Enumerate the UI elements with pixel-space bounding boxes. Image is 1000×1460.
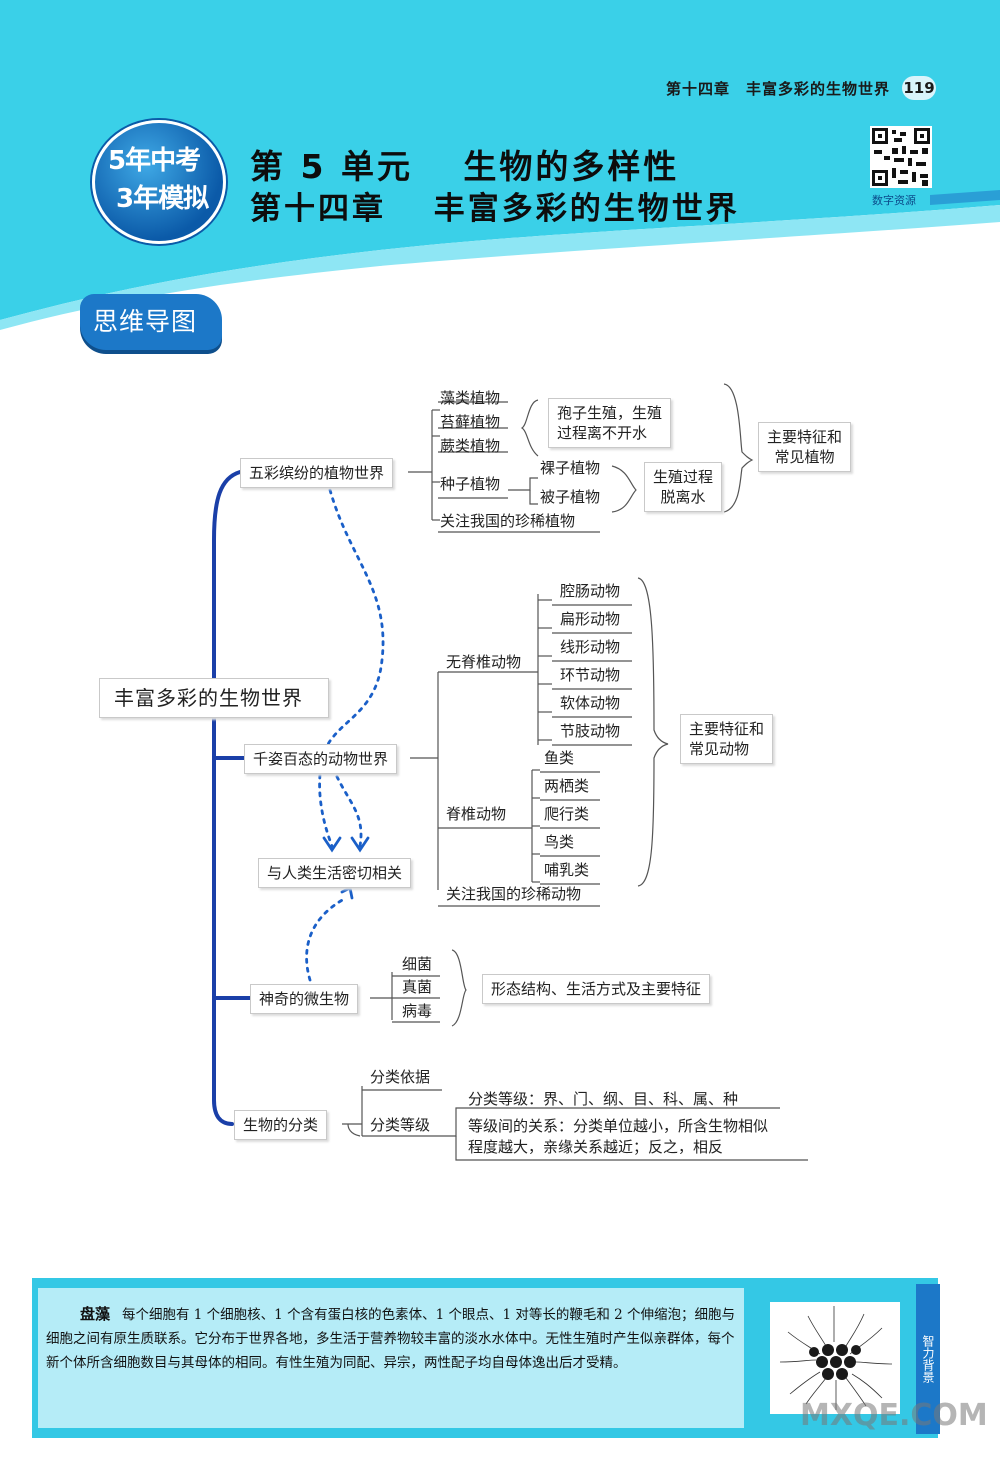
seed-plants-node: 种子植物 bbox=[440, 475, 501, 493]
seed-feature-box: 生殖过程 脱离水 bbox=[644, 462, 723, 512]
microbes-node: 神奇的微生物 bbox=[250, 984, 359, 1014]
note-body: 盘藻每个细胞有 1 个细胞核、1 个含有蛋白核的色素体、1 个眼点、1 对等长的… bbox=[46, 1302, 736, 1375]
algae-node: 藻类植物 bbox=[440, 389, 501, 407]
virus-node: 病毒 bbox=[402, 1002, 433, 1020]
fern-node: 蕨类植物 bbox=[440, 437, 501, 455]
logo-badge bbox=[92, 120, 226, 244]
amphibians-node: 两栖类 bbox=[544, 777, 590, 795]
mollusks-node: 软体动物 bbox=[560, 694, 621, 712]
unit-title: 第 5 单元 生物的多样性 bbox=[250, 147, 680, 186]
mindmap-root: 丰富多彩的生物世界 bbox=[99, 678, 329, 718]
spore-feature-box: 孢子生殖，生殖 过程离不开水 bbox=[548, 398, 672, 448]
fungi-node: 真菌 bbox=[402, 978, 433, 996]
classification-node: 生物的分类 bbox=[234, 1110, 328, 1140]
moss-node: 苔藓植物 bbox=[440, 413, 501, 431]
rare-plants-node: 关注我国的珍稀植物 bbox=[440, 512, 576, 530]
seed-feature-line1: 生殖过程 bbox=[653, 468, 714, 486]
chapter-title: 第十四章 丰富多彩的生物世界 bbox=[250, 191, 740, 227]
section-tab-label: 思维导图 bbox=[93, 307, 198, 336]
mammals-node: 哺乳类 bbox=[544, 861, 590, 879]
side-label: 智力背景 bbox=[916, 1284, 940, 1434]
annelids-node: 环节动物 bbox=[560, 666, 621, 684]
running-head: 第十四章 丰富多彩的生物世界 bbox=[665, 80, 890, 98]
animals-summary-box: 主要特征和 常见动物 bbox=[680, 714, 774, 764]
seed-feature-line2: 脱离水 bbox=[660, 488, 706, 506]
header-banner bbox=[0, 0, 1000, 330]
plants-summary-line2: 常见植物 bbox=[774, 448, 835, 466]
qr-code-icon[interactable] bbox=[870, 126, 932, 188]
fish-node: 鱼类 bbox=[544, 749, 575, 767]
page-number: 119 bbox=[902, 76, 936, 100]
arthropods-node: 节肢动物 bbox=[560, 722, 621, 740]
gymnosperm-node: 裸子植物 bbox=[540, 459, 601, 477]
logo-text-bottom: 3年模拟 bbox=[116, 184, 209, 214]
qr-caption: 数字资源 bbox=[872, 194, 916, 207]
human-relation-node: 与人类生活密切相关 bbox=[258, 858, 412, 888]
animals-summary-line1: 主要特征和 bbox=[689, 720, 765, 738]
roundworms-node: 线形动物 bbox=[560, 638, 621, 656]
level-list-node: 分类等级：界、门、纲、目、科、属、种 bbox=[468, 1090, 739, 1108]
mindmap-connectors bbox=[208, 383, 808, 1161]
classification-basis-node: 分类依据 bbox=[370, 1068, 431, 1086]
level-relation-line2: 程度越大，亲缘关系越近；反之，相反 bbox=[468, 1138, 724, 1156]
animals-summary-line2: 常见动物 bbox=[689, 740, 750, 758]
animals-node: 千姿百态的动物世界 bbox=[244, 744, 398, 774]
rare-animals-node: 关注我国的珍稀动物 bbox=[446, 885, 582, 903]
algae-illustration bbox=[770, 1302, 900, 1414]
note-text: 每个细胞有 1 个细胞核、1 个含有蛋白核的色素体、1 个眼点、1 对等长的鞭毛… bbox=[46, 1307, 735, 1371]
spore-feature-line2: 过程离不开水 bbox=[557, 424, 648, 442]
coelenterata-node: 腔肠动物 bbox=[560, 582, 621, 600]
microbes-feature-box: 形态结构、生活方式及主要特征 bbox=[482, 974, 711, 1004]
note-inner bbox=[38, 1288, 744, 1428]
plants-node: 五彩缤纷的植物世界 bbox=[240, 458, 394, 488]
plants-summary-box: 主要特征和 常见植物 bbox=[758, 422, 852, 472]
classification-levels-node: 分类等级 bbox=[370, 1116, 431, 1134]
flatworms-node: 扁形动物 bbox=[560, 610, 621, 628]
angiosperm-node: 被子植物 bbox=[540, 488, 601, 506]
logo-text-top: 5年中考 bbox=[108, 146, 201, 176]
section-tab bbox=[80, 294, 222, 350]
watermark: MXQE.COM bbox=[800, 1398, 988, 1433]
level-relation-line1: 等级间的关系：分类单位越小，所含生物相似 bbox=[468, 1117, 769, 1135]
bacteria-node: 细菌 bbox=[402, 955, 433, 973]
plants-summary-line1: 主要特征和 bbox=[767, 428, 843, 446]
reptiles-node: 爬行类 bbox=[544, 805, 590, 823]
invertebrates-node: 无脊椎动物 bbox=[446, 653, 522, 671]
birds-node: 鸟类 bbox=[544, 833, 575, 851]
vertebrates-node: 脊椎动物 bbox=[446, 805, 507, 823]
note-title: 盘藻 bbox=[80, 1305, 111, 1323]
spore-feature-line1: 孢子生殖，生殖 bbox=[557, 404, 663, 422]
